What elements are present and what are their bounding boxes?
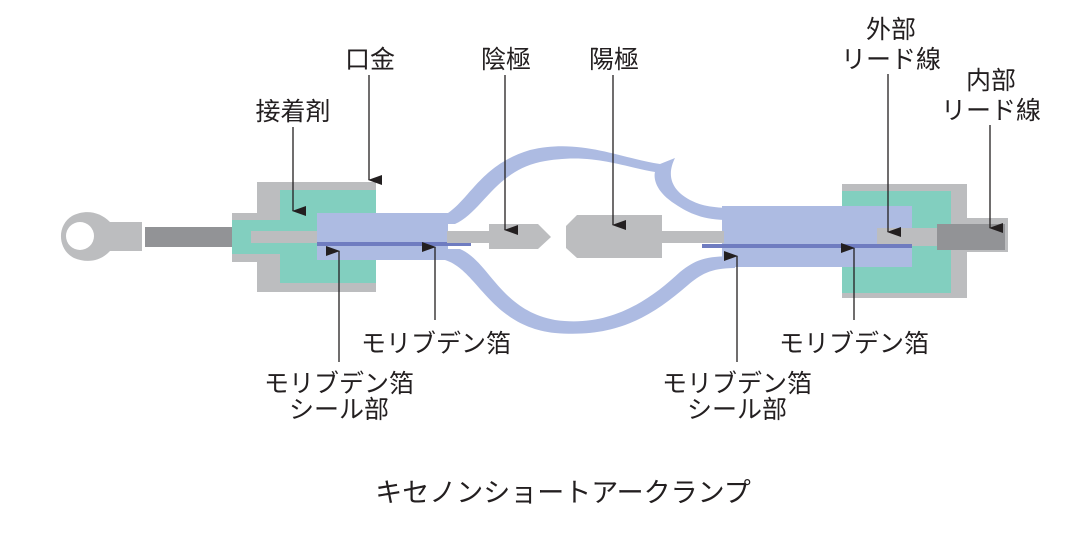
label-outer-lead-line2: リード線 <box>841 45 941 74</box>
label-mo-seal-right-line1: モリブデン箔 <box>662 369 812 398</box>
label-mo-seal-left-line1: モリブデン箔 <box>264 369 414 398</box>
outer-lead-wire-left <box>145 227 251 247</box>
label-adhesive: 接着剤 <box>255 97 330 126</box>
inner-lead-wire-right <box>877 228 939 246</box>
diagram-title: キセノンショートアークランプ <box>375 478 751 509</box>
mo-foil-right <box>702 244 912 248</box>
label-mo-seal-right-line2: シール部 <box>687 395 787 424</box>
terminal-lug <box>60 212 142 261</box>
label-inner-lead-line1: 内部 <box>966 66 1016 95</box>
label-mo-foil-right: モリブデン箔 <box>779 329 929 358</box>
mo-foil-left <box>317 242 471 246</box>
anode-body <box>566 215 662 258</box>
label-anode: 陽極 <box>589 45 639 74</box>
label-mo-foil-left: モリブデン箔 <box>361 329 511 358</box>
cathode-tip <box>489 224 551 249</box>
label-mo-seal-left-line2: シール部 <box>289 395 389 424</box>
outer-lead-wire-right <box>937 224 1005 250</box>
anode-rod <box>660 231 724 243</box>
label-inner-lead-line2: リード線 <box>941 96 1041 125</box>
label-cathode: 陰極 <box>481 45 531 74</box>
label-outer-lead-line1: 外部 <box>866 15 916 44</box>
cathode-rod <box>447 231 491 243</box>
label-base: 口金 <box>345 45 395 74</box>
